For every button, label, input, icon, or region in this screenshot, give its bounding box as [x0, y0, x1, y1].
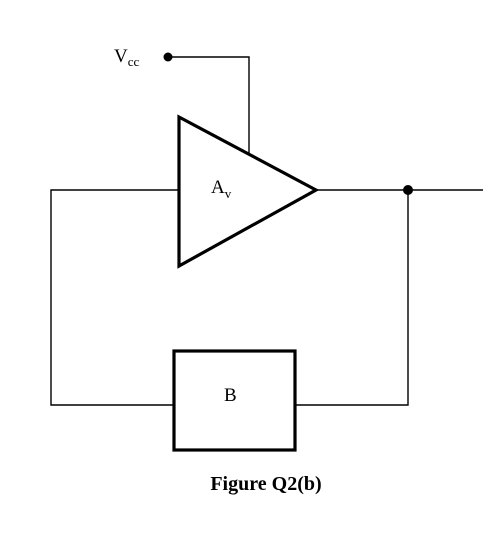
input-feedback-wire	[50, 189, 180, 406]
supply-terminal-dot	[163, 52, 173, 62]
feedback-block-label: B	[224, 385, 237, 406]
amplifier-label: Av	[211, 177, 232, 201]
supply-wire	[168, 56, 250, 154]
feedback-block	[172, 349, 297, 452]
figure-caption: Figure Q2(b)	[210, 473, 321, 495]
supply-label: Vcc	[114, 46, 140, 69]
output-junction-dot	[403, 185, 413, 195]
amplifier-triangle	[177, 114, 320, 269]
feedback-return-wire	[295, 190, 409, 406]
